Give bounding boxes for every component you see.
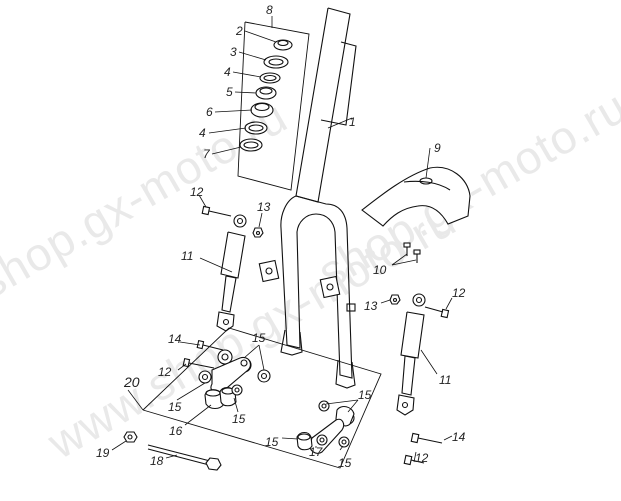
callout-2: 2 — [235, 24, 243, 38]
bearing-parts — [239, 39, 293, 152]
callout-10: 10 — [373, 263, 387, 277]
front-fender — [361, 147, 471, 227]
callout-5: 5 — [226, 85, 233, 99]
callout-labels: 1 2 3 4 4 5 6 7 8 9 10 11 11 12 12 12 12… — [96, 3, 466, 470]
linkage-right — [281, 399, 359, 454]
callout-13-left: 13 — [257, 200, 271, 214]
callout-6: 6 — [206, 105, 213, 119]
callout-12-upper-left: 12 — [190, 185, 204, 199]
callout-20: 20 — [123, 374, 140, 390]
callout-15-f: 15 — [338, 456, 352, 470]
callout-7: 7 — [203, 147, 211, 161]
callout-13-right: 13 — [364, 299, 378, 313]
watermark-layer: shop.gx-moto.ru shop.gx-moto.ru www.shop… — [0, 80, 621, 469]
callout-14-right: 14 — [452, 430, 466, 444]
linkage-frame — [127, 327, 382, 469]
callout-15-e: 15 — [265, 435, 279, 449]
shock-absorber-right — [396, 293, 438, 416]
bearing-set-frame — [237, 16, 310, 191]
callout-4-upper: 4 — [224, 65, 231, 79]
callout-15-b: 15 — [168, 400, 182, 414]
callout-8: 8 — [266, 3, 273, 17]
callout-1: 1 — [349, 115, 356, 129]
nuts-13 — [252, 212, 401, 305]
callout-9: 9 — [434, 141, 441, 155]
callout-12-left: 12 — [158, 365, 172, 379]
callout-3: 3 — [230, 45, 237, 59]
ring-5 — [255, 86, 277, 100]
ring-4a — [259, 72, 281, 84]
callout-11-right: 11 — [439, 373, 451, 387]
callout-19: 19 — [96, 446, 110, 460]
callout-17: 17 — [309, 445, 324, 459]
callout-15-d: 15 — [358, 388, 372, 402]
callout-4-lower: 4 — [199, 126, 206, 140]
callout-14-left: 14 — [168, 332, 182, 346]
axle-and-nut — [111, 431, 222, 471]
ring-4b — [244, 121, 268, 135]
callout-16: 16 — [169, 424, 183, 438]
front-fork — [258, 7, 357, 389]
upper-bolts — [198, 194, 453, 319]
callout-15-a: 15 — [252, 331, 266, 345]
callout-15-c: 15 — [232, 412, 246, 426]
callout-12-lower-right: 12 — [415, 451, 429, 465]
callout-11-left: 11 — [181, 249, 193, 263]
linkage-left — [176, 339, 271, 426]
bearing-leaders — [208, 30, 277, 155]
callout-12-upper-right: 12 — [452, 286, 466, 300]
lower-right-bolts — [403, 432, 453, 466]
callout-18: 18 — [150, 454, 164, 468]
ring-3 — [263, 55, 289, 69]
ring-7 — [239, 138, 263, 152]
fender-screws — [391, 242, 421, 266]
